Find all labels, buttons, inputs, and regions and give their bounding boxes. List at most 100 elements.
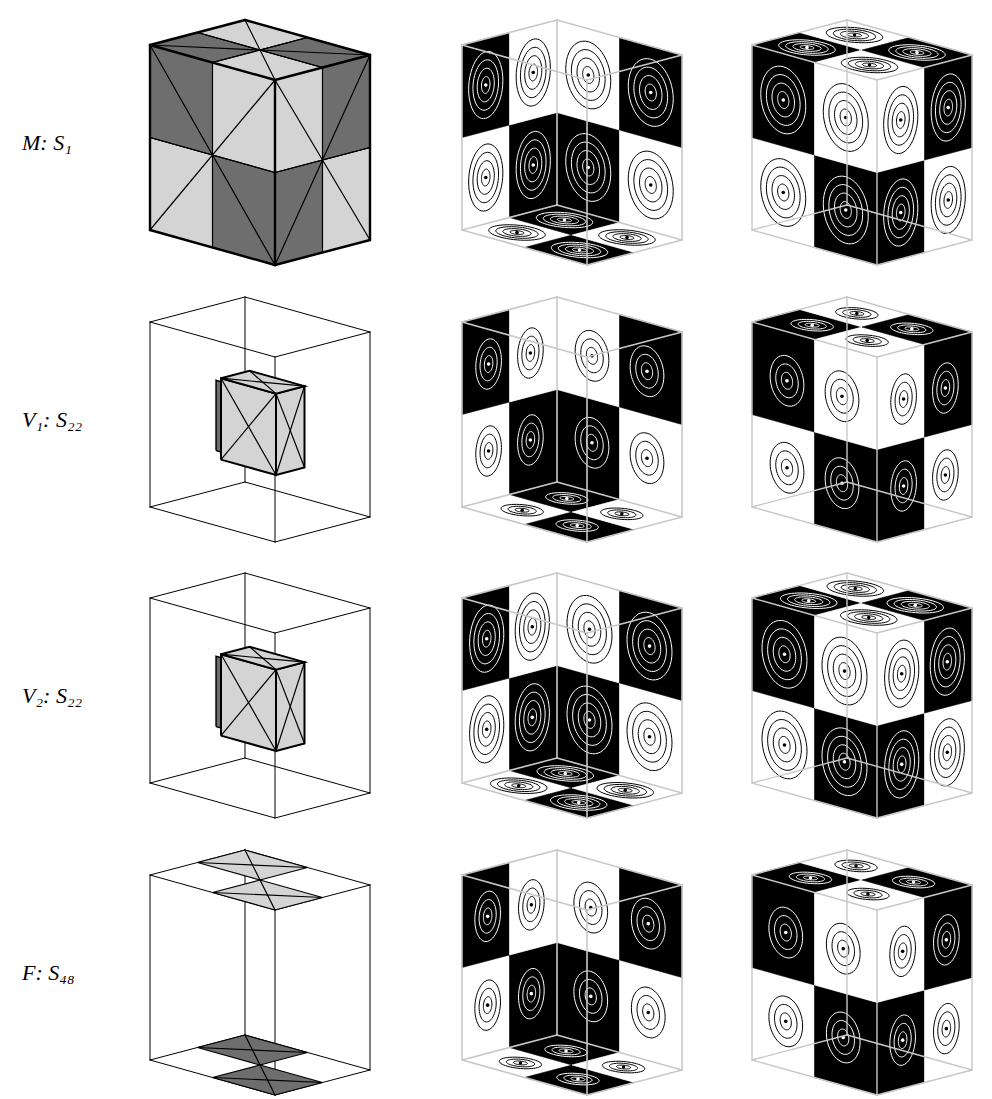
cube-edge [150, 322, 275, 357]
inside-view [462, 20, 682, 265]
cube-edge [245, 297, 370, 332]
contour-line [473, 60, 499, 110]
cube-edge [370, 608, 371, 793]
cube-edge [971, 608, 972, 793]
cube-edge [752, 322, 877, 357]
inner-face [276, 662, 305, 751]
contour-line [551, 770, 579, 778]
contour-line [934, 915, 960, 965]
contour-line [831, 379, 854, 413]
diagonal-line [150, 45, 275, 265]
contour-line [891, 323, 933, 335]
contour-line [835, 193, 858, 227]
contour-line [620, 236, 634, 240]
checker-square [925, 885, 973, 990]
diagonal-line [276, 662, 305, 751]
contour-line [833, 654, 856, 688]
contour-line [503, 229, 531, 237]
diagonal-line [221, 654, 276, 751]
contour-line [484, 356, 493, 373]
cube-edge [877, 885, 972, 910]
contour-line [543, 214, 585, 226]
checker-square [462, 402, 510, 507]
outside-view [752, 297, 972, 542]
inside-view [462, 573, 682, 818]
contour-line [604, 784, 646, 796]
contour-line [583, 159, 594, 176]
contour-line [943, 744, 952, 761]
cube-edge [462, 875, 587, 910]
checker-square [925, 701, 973, 806]
cube-edge [150, 20, 245, 45]
diagonal-line [276, 394, 305, 468]
contour-line [480, 434, 497, 468]
contour-line [840, 202, 851, 219]
inner-face [221, 654, 276, 751]
contour-line [536, 212, 593, 227]
center-dot [945, 938, 949, 942]
checker-square [815, 985, 878, 1095]
contour-line [482, 630, 491, 647]
contour-line [769, 907, 803, 958]
contour-line [842, 862, 870, 870]
checker-square [620, 868, 683, 978]
checker-square [752, 45, 815, 155]
contour-line [776, 451, 799, 485]
contour-line [800, 46, 814, 50]
contour-line [627, 703, 672, 771]
center-dot [843, 669, 847, 673]
cube-edge [275, 608, 370, 633]
cube-edge [752, 758, 847, 783]
contour-line [479, 900, 496, 934]
contour-line [934, 727, 960, 777]
checker-square [815, 63, 878, 173]
contour-line [634, 67, 668, 118]
contour-line [769, 996, 803, 1047]
cube-edge [751, 598, 752, 783]
contour-line [778, 184, 789, 201]
contour-line [557, 1073, 599, 1085]
contour-line [636, 354, 659, 388]
contour-line [884, 179, 918, 246]
cube-edge [587, 793, 682, 818]
center-dot [588, 718, 592, 722]
contour-line [781, 372, 792, 389]
inner-face [221, 378, 276, 475]
center-dot [867, 616, 871, 620]
diagonal-line [275, 55, 370, 265]
contour-line [553, 495, 581, 503]
contour-line [613, 234, 641, 242]
contour-line [584, 711, 595, 728]
contour-line [847, 888, 889, 900]
contour-line [839, 753, 850, 770]
contour-line [520, 47, 546, 97]
cube-edge [586, 633, 588, 818]
contour-line [835, 860, 877, 872]
contour-line [803, 876, 817, 880]
contour-line [512, 784, 526, 788]
center-dot [785, 379, 789, 383]
contour-line [483, 908, 492, 925]
contour-line [616, 1065, 630, 1069]
contour-line [578, 612, 601, 646]
contour-line [942, 931, 951, 948]
contour-line [615, 512, 629, 516]
contour-line [519, 692, 545, 742]
contour-line [611, 786, 639, 794]
contour-line [505, 782, 533, 790]
contour-line [888, 95, 914, 145]
cube-edge [847, 758, 972, 793]
cube-edge [275, 793, 370, 818]
center-dot [944, 386, 948, 390]
contour-line [524, 701, 541, 735]
checker-square [462, 955, 510, 1060]
contour-line [599, 230, 656, 245]
contour-line [772, 176, 795, 210]
contour-line [490, 778, 547, 793]
checker-square [510, 666, 558, 771]
contour-line [473, 152, 499, 202]
center-dot [590, 441, 594, 445]
center-dot [785, 466, 789, 470]
center-dot [576, 1077, 580, 1081]
cube-edge [461, 45, 463, 230]
